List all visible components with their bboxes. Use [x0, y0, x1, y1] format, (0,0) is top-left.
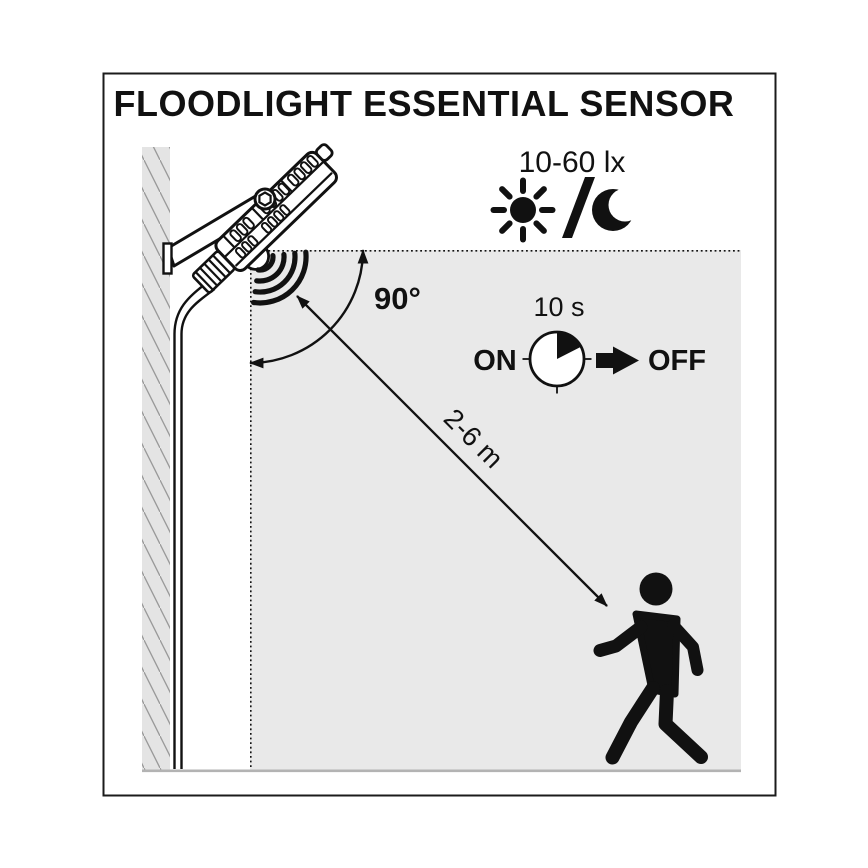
floodlight-body: [191, 143, 338, 294]
on-label: ON: [473, 345, 517, 377]
walking-person-icon: [593, 572, 708, 765]
page-title: FLOODLIGHT ESSENTIAL SENSOR: [114, 83, 735, 124]
lux-range-label: 10-60 lx: [519, 146, 626, 179]
wall-illustration: [142, 147, 170, 770]
sensor-waves-icon: [251, 249, 309, 306]
sun-icon: [490, 177, 556, 243]
fixture-handle-tab: [314, 143, 334, 162]
angle-label: 90°: [374, 281, 421, 316]
crescent-moon-icon: [592, 189, 634, 231]
distance-arrow: [296, 295, 608, 607]
heat-sink-fins: [229, 155, 319, 259]
hex-bolt-icon: [258, 191, 272, 207]
timer-duration-label: 10 s: [533, 292, 584, 322]
wall-plate: [162, 242, 173, 275]
slash-divider-icon: [562, 177, 595, 238]
wall-mounted-floodlight-illustration: [162, 143, 338, 769]
pivot-joint: [253, 187, 277, 211]
off-label: OFF: [648, 345, 706, 377]
